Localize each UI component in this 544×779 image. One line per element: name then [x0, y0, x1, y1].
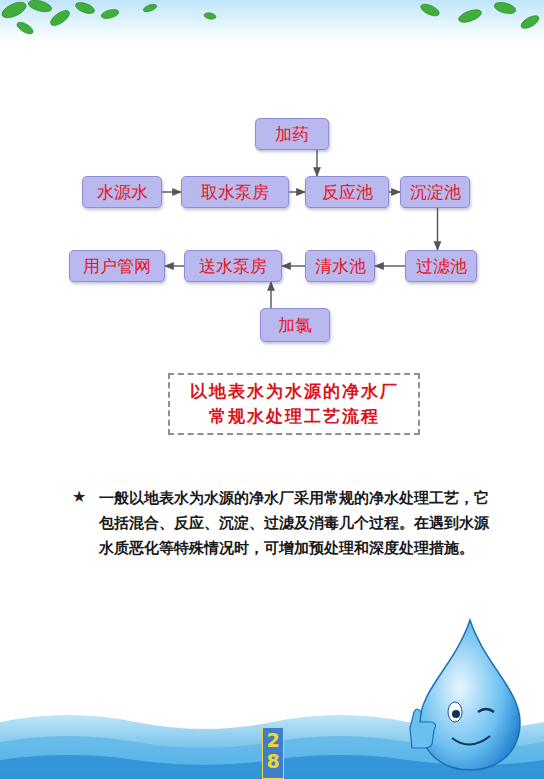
- process-label: 反应池: [322, 182, 373, 202]
- process-box: 加药: [255, 118, 329, 150]
- process-label: 送水泵房: [199, 256, 267, 276]
- process-box: 用户管网: [69, 250, 165, 282]
- process-box: 水源水: [82, 176, 162, 208]
- process-label: 过滤池: [416, 256, 467, 276]
- process-box: 过滤池: [405, 250, 477, 282]
- diagram-caption: 以地表水为水源的净水厂 常规水处理工艺流程: [187, 379, 402, 428]
- process-label: 加氯: [278, 315, 312, 335]
- flow-arrow: [282, 265, 305, 266]
- process-box: 送水泵房: [184, 250, 282, 282]
- process-box: 反应池: [305, 176, 389, 208]
- flow-arrow: [165, 265, 184, 266]
- banner-leaves: [0, 0, 541, 36]
- top-banner: [0, 0, 544, 42]
- water-drop-mascot: [410, 620, 520, 770]
- flow-arrow: [375, 265, 405, 266]
- flow-arrow: [289, 191, 305, 192]
- flow-arrow: [162, 191, 181, 192]
- process-label: 加药: [275, 124, 309, 144]
- process-box: 加氯: [260, 308, 330, 342]
- process-label: 沉淀池: [410, 182, 461, 202]
- process-label: 清水池: [315, 256, 366, 276]
- caption-frame: 以地表水为水源的净水厂 常规水处理工艺流程: [168, 373, 420, 435]
- flow-arrow: [437, 208, 438, 250]
- process-box: 取水泵房: [181, 176, 289, 208]
- flow-arrow: [270, 282, 271, 308]
- flow-arrow: [389, 191, 400, 192]
- page-number: 28: [264, 730, 283, 778]
- flow-arrow: [316, 150, 317, 176]
- body-paragraph: 一般以地表水为水源的净水厂采用常规的净水处理工艺，它包括混合、反应、沉淀、过滤及…: [99, 486, 491, 561]
- process-label: 取水泵房: [201, 182, 269, 202]
- bullet-star: ★: [72, 487, 86, 506]
- process-label: 用户管网: [83, 256, 151, 276]
- process-box: 清水池: [305, 250, 375, 282]
- process-label: 水源水: [97, 182, 148, 202]
- process-box: 沉淀池: [400, 176, 470, 208]
- page-number-box: 28: [262, 727, 284, 779]
